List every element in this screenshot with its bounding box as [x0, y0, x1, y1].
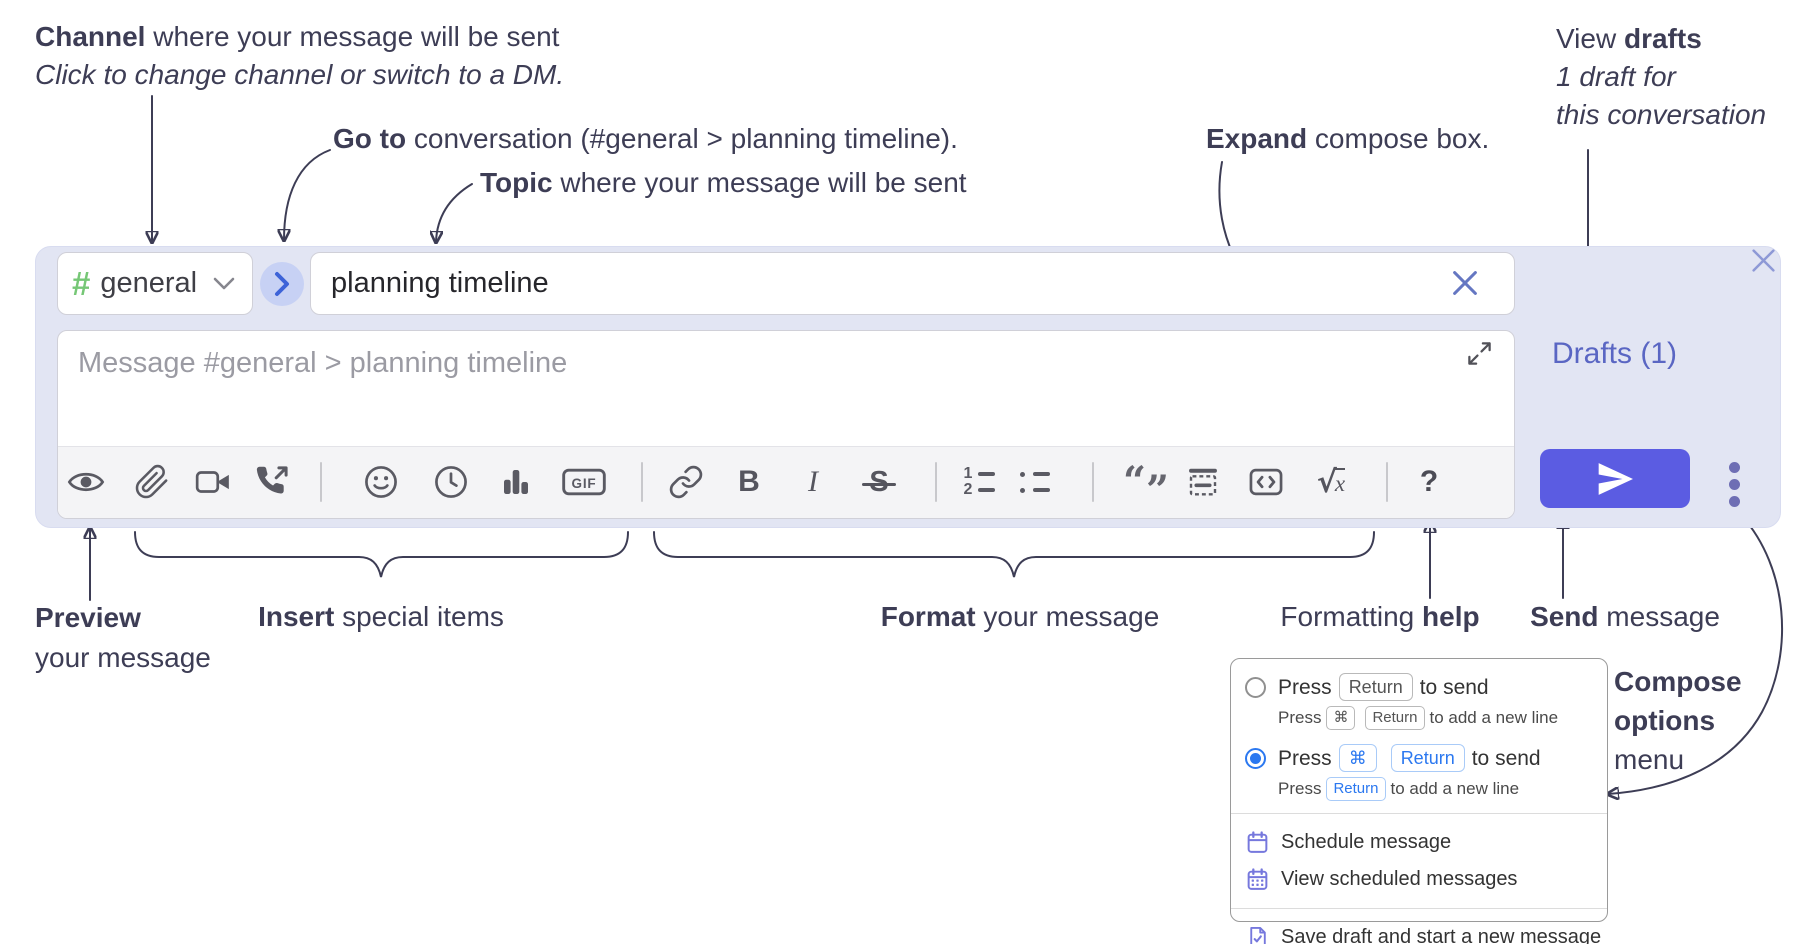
link-icon — [669, 465, 703, 499]
annotation-expand: Expand compose box. — [1206, 123, 1490, 154]
radio-selected[interactable] — [1245, 747, 1266, 769]
strikethrough-icon: S — [862, 465, 897, 498]
strikethrough-button[interactable]: S — [854, 457, 904, 507]
preview-button[interactable] — [61, 457, 111, 507]
toolbar-divider — [1092, 462, 1094, 502]
code-button[interactable] — [1241, 457, 1291, 507]
eye-icon — [67, 472, 105, 492]
annotation-preview: Preview your message — [35, 602, 211, 673]
arrow-goto — [284, 149, 331, 240]
numbered-list-button[interactable]: 1 2 — [954, 457, 1004, 507]
video-camera-icon — [195, 471, 229, 493]
bulleted-list-button[interactable] — [1008, 457, 1058, 507]
italic-button[interactable]: I — [788, 457, 838, 507]
annotation-formatting-help: Formatting help — [1280, 601, 1480, 632]
annotation-topic: Topic where your message will be sent — [480, 167, 967, 198]
menu-item-view-scheduled[interactable]: View scheduled messages — [1245, 861, 1593, 898]
drafts-link[interactable]: Drafts (1) — [1552, 337, 1678, 370]
annotation-insert: Insert special items — [258, 601, 504, 632]
spoiler-button[interactable] — [1178, 457, 1228, 507]
phone-outgoing-icon — [256, 466, 288, 494]
spoiler-icon — [1189, 468, 1217, 496]
menu-item-schedule[interactable]: Schedule message — [1245, 824, 1593, 861]
math-button[interactable]: √x — [1316, 464, 1346, 500]
channel-name: general — [100, 267, 198, 299]
calendar-icon — [1247, 831, 1268, 853]
annotation-format: Format your message — [880, 601, 1160, 632]
message-formatting-help-button[interactable]: ? — [1404, 457, 1454, 507]
send-button[interactable] — [1540, 449, 1690, 508]
annotation-send: Send message — [1530, 601, 1720, 632]
annotation-compose-options: Compose options menu — [1614, 666, 1742, 775]
gif-icon: GIF — [562, 468, 606, 496]
clear-topic-icon[interactable] — [1450, 268, 1480, 303]
message-input[interactable] — [58, 331, 1514, 447]
radio-unselected[interactable] — [1245, 676, 1266, 698]
brace-format — [653, 531, 1375, 578]
menu-item-save-draft[interactable]: Save draft and start a new message — [1245, 919, 1601, 944]
toolbar-divider — [935, 462, 937, 502]
annotation-channel: Channel where your message will be sent … — [35, 21, 565, 90]
attach-file-button[interactable] — [127, 457, 177, 507]
math-icon: √ — [1316, 464, 1337, 500]
toolbar-divider — [320, 462, 322, 502]
compose-toolbar: GIF B I S 1 2 — [58, 446, 1514, 518]
svg-text:GIF: GIF — [571, 476, 596, 491]
topic-input[interactable] — [310, 252, 1515, 315]
channel-selector[interactable]: # general — [57, 252, 253, 315]
quote-icon: “” — [1122, 458, 1170, 514]
send-icon — [1598, 462, 1633, 495]
toolbar-divider — [1386, 462, 1388, 502]
smiley-icon — [365, 466, 397, 498]
question-mark-icon: ? — [1419, 465, 1439, 498]
code-icon — [1249, 468, 1283, 496]
save-draft-icon — [1250, 926, 1266, 944]
italic-icon: I — [808, 465, 818, 498]
chevron-down-icon — [213, 276, 235, 291]
annotation-goto: Go to conversation (#general > planning … — [333, 123, 958, 154]
paperclip-icon — [135, 464, 168, 499]
chevron-right-icon — [275, 272, 289, 296]
popup-divider — [1231, 813, 1607, 814]
popup-divider — [1231, 908, 1607, 909]
toolbar-divider — [641, 462, 643, 502]
add-global-time-button[interactable] — [426, 457, 476, 507]
message-box: GIF B I S 1 2 — [57, 330, 1515, 519]
insert-link-button[interactable] — [661, 457, 711, 507]
video-call-button[interactable] — [188, 457, 238, 507]
numbered-list-icon: 1 2 — [963, 465, 995, 498]
brace-insert — [134, 531, 629, 578]
bulleted-list-icon — [1017, 466, 1050, 498]
close-compose-icon[interactable] — [1750, 247, 1777, 279]
bold-button[interactable]: B — [724, 457, 774, 507]
arrow-topic — [436, 183, 473, 242]
go-to-conversation-button[interactable] — [260, 262, 304, 306]
compose-options-menu-button[interactable] — [1729, 456, 1740, 513]
bold-icon: B — [738, 465, 760, 498]
add-gif-button[interactable]: GIF — [559, 457, 609, 507]
quote-button[interactable]: “” — [1121, 457, 1171, 514]
calendar-grid-icon — [1247, 868, 1268, 890]
add-poll-button[interactable] — [491, 457, 541, 507]
voice-call-button[interactable] — [247, 457, 297, 507]
expand-compose-icon[interactable] — [1466, 340, 1493, 372]
annotation-view-drafts: View drafts 1 draft for this conversatio… — [1556, 23, 1767, 130]
channel-hash-icon: # — [72, 264, 91, 302]
emoji-button[interactable] — [356, 457, 406, 507]
clock-icon — [435, 466, 467, 498]
bar-chart-icon — [504, 470, 529, 494]
